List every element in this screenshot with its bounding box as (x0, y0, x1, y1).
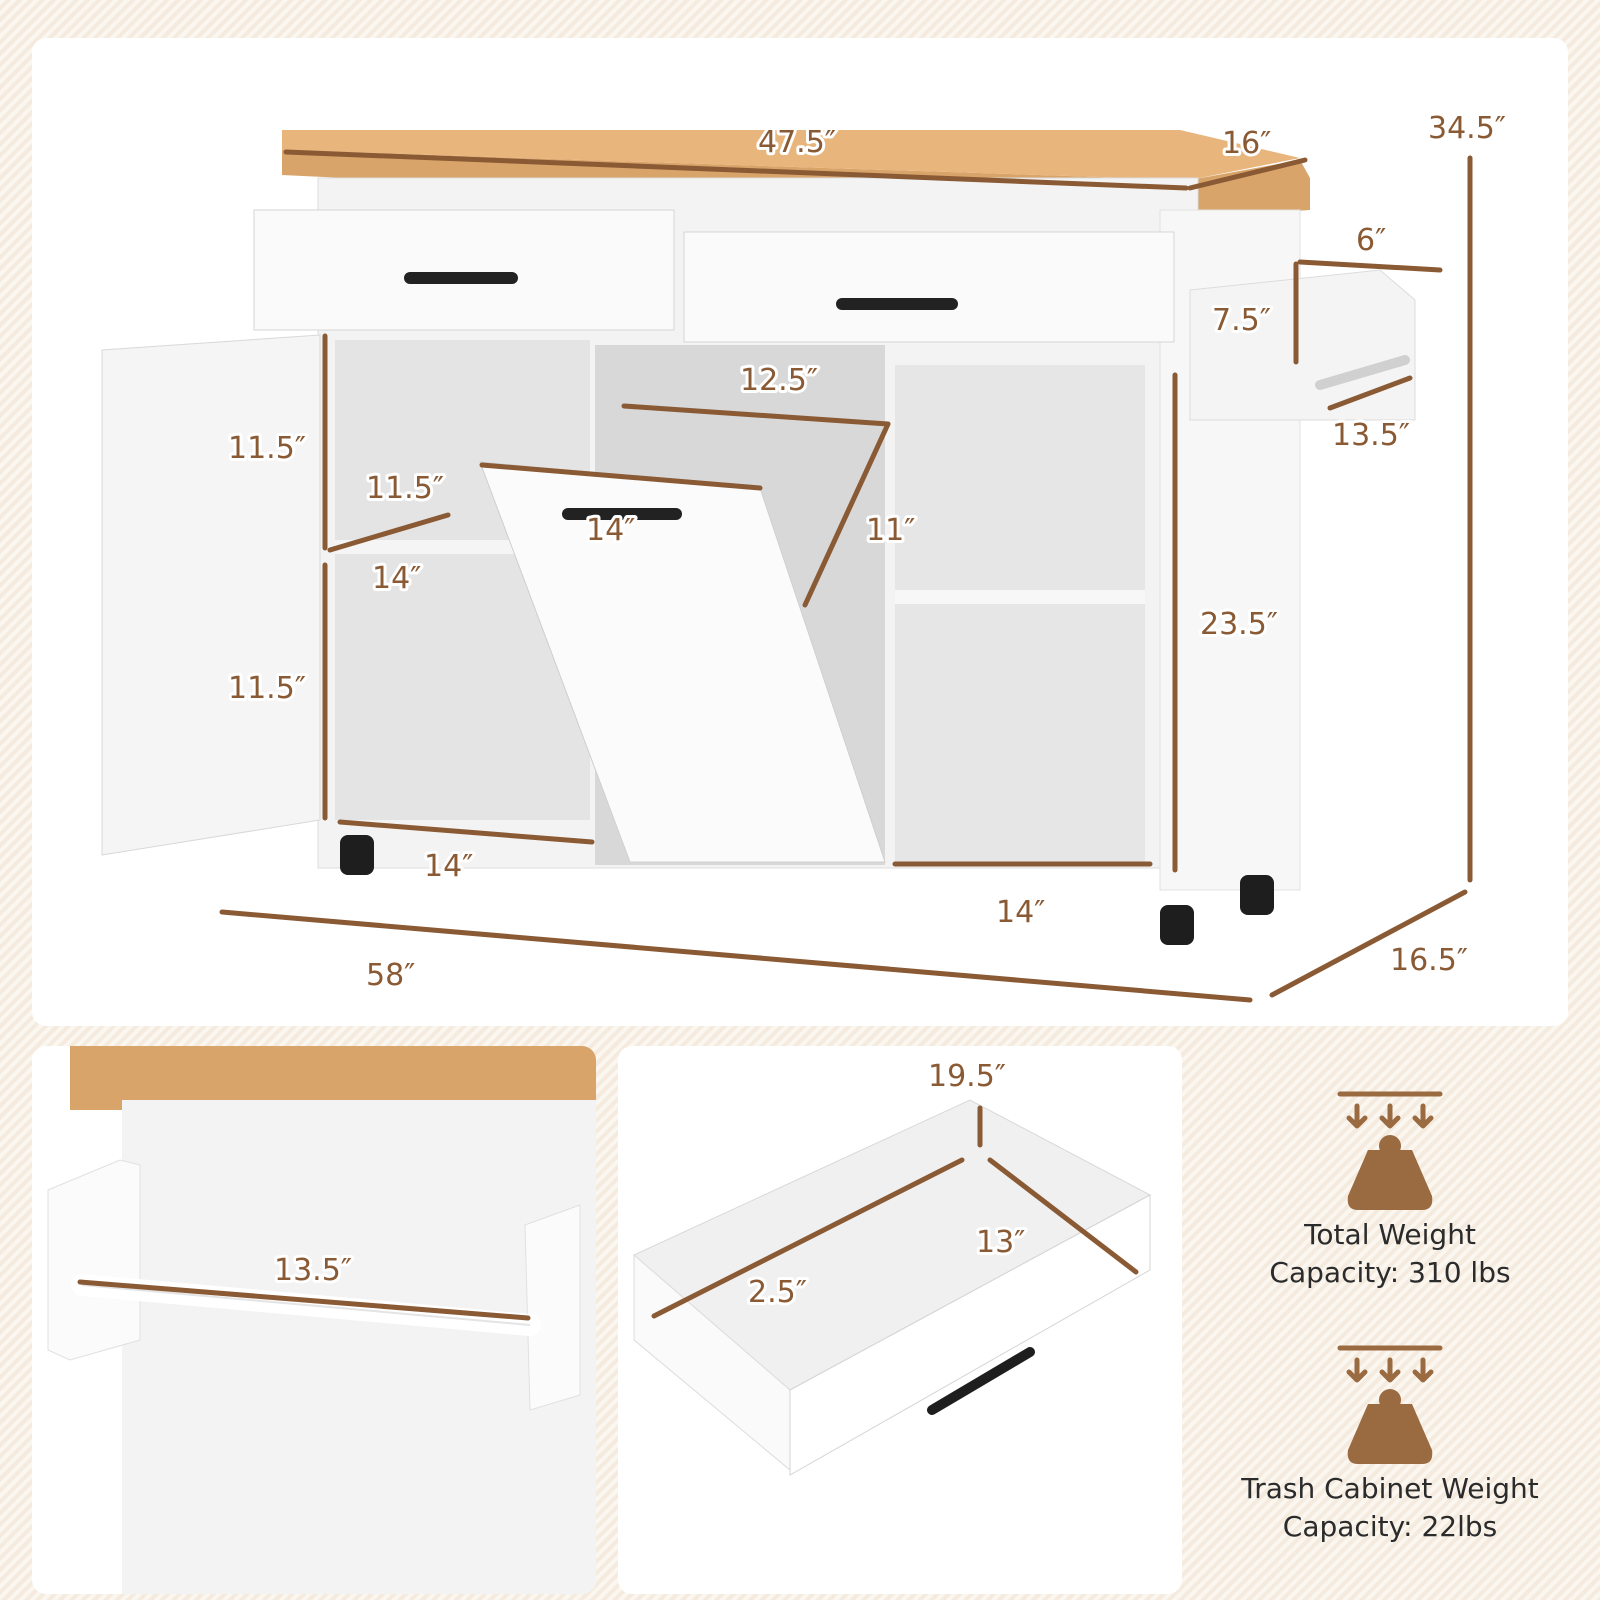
dim-rack-height: 7.5″ (1212, 303, 1271, 338)
dim-drawer-height: 19.5″ (928, 1059, 1006, 1094)
spec-trash-line2: Capacity: 22lbs (1282, 1510, 1498, 1543)
dim-trash-top-width: 12.5″ (740, 363, 818, 398)
dim-rack-depth: 6″ (1356, 223, 1386, 258)
dim-top-width: 47.5″ (758, 125, 836, 160)
weight-capacity-icon (1330, 1340, 1450, 1470)
dim-cabinet-height: 23.5″ (1200, 607, 1278, 642)
dim-upper-shelf-height: 11.5″ (228, 431, 306, 466)
weight-capacity-icon (1330, 1086, 1450, 1216)
dim-drawer-width: 2.5″ (748, 1275, 807, 1310)
dim-overall-depth: 16.5″ (1390, 943, 1468, 978)
main-dimension-panel: 47.5″ 16″ 34.5″ 6″ 7.5″ 13.5″ 12.5″ 11.5… (32, 38, 1568, 1026)
dim-shelf-depth: 11.5″ (366, 471, 444, 506)
dim-top-depth: 16″ (1222, 126, 1271, 161)
spec-trash-weight: Trash Cabinet Weight Capacity: 22lbs (1190, 1340, 1590, 1546)
spec-total-line2: Capacity: 310 lbs (1269, 1256, 1511, 1289)
towel-bar-illustration: 13.5″ (47, 1046, 596, 1594)
towel-bar-detail-panel: 13.5″ (32, 1046, 596, 1594)
capacity-specs: Total Weight Capacity: 310 lbs Trash Cab… (1190, 1050, 1590, 1590)
drawer-detail-panel: 19.5″ 2.5″ 13″ (618, 1046, 1182, 1594)
drawer-illustration: 19.5″ 2.5″ 13″ (633, 1056, 1152, 1476)
spec-trash-line1: Trash Cabinet Weight (1241, 1472, 1539, 1505)
dim-total-height: 34.5″ (1428, 111, 1506, 146)
spec-total-weight: Total Weight Capacity: 310 lbs (1190, 1086, 1590, 1292)
dim-rack-width: 13.5″ (1332, 418, 1410, 453)
dim-right-bottom-width: 14″ (996, 895, 1045, 930)
dim-trash-front-width: 14″ (586, 513, 635, 548)
kitchen-island-illustration: 47.5″ 16″ 34.5″ 6″ 7.5″ 13.5″ 12.5″ 11.5… (101, 108, 1509, 1003)
dim-drawer-depth: 13″ (976, 1225, 1025, 1260)
dim-left-bottom-width: 14″ (424, 849, 473, 884)
dim-trash-depth: 11″ (866, 513, 915, 548)
dim-lower-shelf-height: 11.5″ (228, 671, 306, 706)
spec-total-line1: Total Weight (1304, 1218, 1476, 1251)
dim-overall-width: 58″ (366, 958, 415, 993)
dim-shelf-width: 14″ (372, 561, 421, 596)
dim-bar-length: 13.5″ (274, 1253, 352, 1288)
